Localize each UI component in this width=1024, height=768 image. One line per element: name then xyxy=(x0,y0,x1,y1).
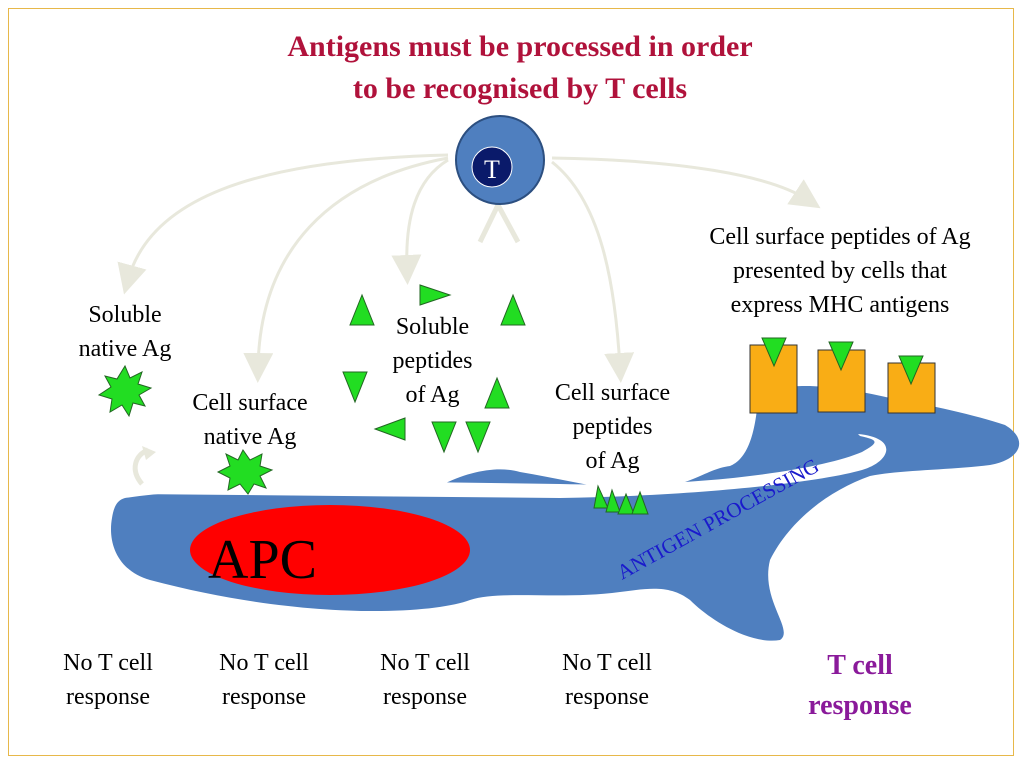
peptide-triangle xyxy=(631,490,649,515)
peptide-triangle xyxy=(373,417,406,441)
tcell-arrows xyxy=(117,153,821,383)
response-line: No T cell xyxy=(63,650,153,676)
peptide-triangle xyxy=(593,484,609,509)
label-line: peptides xyxy=(392,348,473,374)
peptide-triangle xyxy=(500,293,526,326)
peptide-triangle xyxy=(484,376,510,409)
soluble-native-ag-star xyxy=(97,364,153,418)
response-line: response xyxy=(808,690,912,721)
label-line: Cell surface xyxy=(192,390,308,416)
response-line: response xyxy=(565,684,649,710)
peptide-triangle xyxy=(431,421,457,454)
slide-frame xyxy=(8,8,1014,756)
cell-surface-peptides xyxy=(593,484,649,515)
cell-surface-native-ag-star xyxy=(216,449,274,495)
peptide-triangle xyxy=(349,293,375,326)
label-line: Cell surface xyxy=(554,380,671,406)
response-soluble-peptides: No T cell response xyxy=(355,646,495,714)
arrow-to-soluble-native xyxy=(117,153,449,295)
response-line: No T cell xyxy=(219,650,309,676)
response-soluble-native: No T cell response xyxy=(38,646,178,714)
soluble-peptides xyxy=(342,284,526,454)
tcell-nucleus xyxy=(471,146,513,188)
label-mhc-presented: Cell surface peptides of Ag presented by… xyxy=(670,220,1010,322)
peptide-triangle xyxy=(465,421,491,454)
label-line: native Ag xyxy=(78,336,172,362)
mhc-peptide xyxy=(828,341,854,372)
label-cell-surface-peptides: Cell surface peptides of Ag xyxy=(535,376,690,478)
response-line: response xyxy=(66,684,150,710)
apc-label: APC xyxy=(208,529,317,591)
response-cell-surface-native: No T cell response xyxy=(194,646,334,714)
response-mhc-presented: T cell response xyxy=(770,646,950,726)
title-line-1: Antigens must be processed in order xyxy=(287,30,753,63)
arrow-to-soluble-peptides xyxy=(391,158,449,285)
mhc-receptor xyxy=(887,362,936,414)
label-line: Soluble xyxy=(88,302,162,328)
peptide-triangle xyxy=(342,371,368,404)
label-cell-surface-native-ag: Cell surface native Ag xyxy=(170,386,330,454)
mhc-peptide xyxy=(898,355,924,386)
title-line-2: to be recognised by T cells xyxy=(352,72,688,105)
response-cell-surface-peptides: No T cell response xyxy=(537,646,677,714)
label-line: express MHC antigens xyxy=(730,292,950,318)
label-soluble-native-ag: Soluble native Ag xyxy=(55,298,195,366)
slide-title: Antigens must be processed in order to b… xyxy=(180,26,860,110)
arrow-to-cell-surface-peptides xyxy=(551,160,635,383)
apc-nucleus xyxy=(190,505,470,595)
label-line: native Ag xyxy=(203,424,297,450)
label-soluble-peptides: Soluble peptides of Ag xyxy=(370,310,495,412)
mhc-peptide xyxy=(761,337,787,368)
response-line: response xyxy=(222,684,306,710)
antigen-processing-arrow xyxy=(130,434,887,498)
mhc-receptors xyxy=(749,337,936,414)
peptide-triangle xyxy=(605,488,621,513)
label-line: Cell surface peptides of Ag xyxy=(709,224,971,250)
response-line: response xyxy=(383,684,467,710)
peptide-triangle xyxy=(419,284,452,306)
response-line: No T cell xyxy=(380,650,470,676)
response-line: T cell xyxy=(827,650,893,681)
label-line: of Ag xyxy=(405,382,460,408)
arrow-to-mhc-presented xyxy=(551,156,821,209)
label-line: presented by cells that xyxy=(733,258,947,284)
tcell-label: T xyxy=(484,155,500,184)
label-line: Soluble xyxy=(395,314,470,340)
peptide-triangle xyxy=(617,492,635,515)
response-line: No T cell xyxy=(562,650,652,676)
label-line: of Ag xyxy=(585,448,640,474)
arrow-to-cell-surface-native xyxy=(243,156,449,383)
label-line: peptides xyxy=(572,414,653,440)
